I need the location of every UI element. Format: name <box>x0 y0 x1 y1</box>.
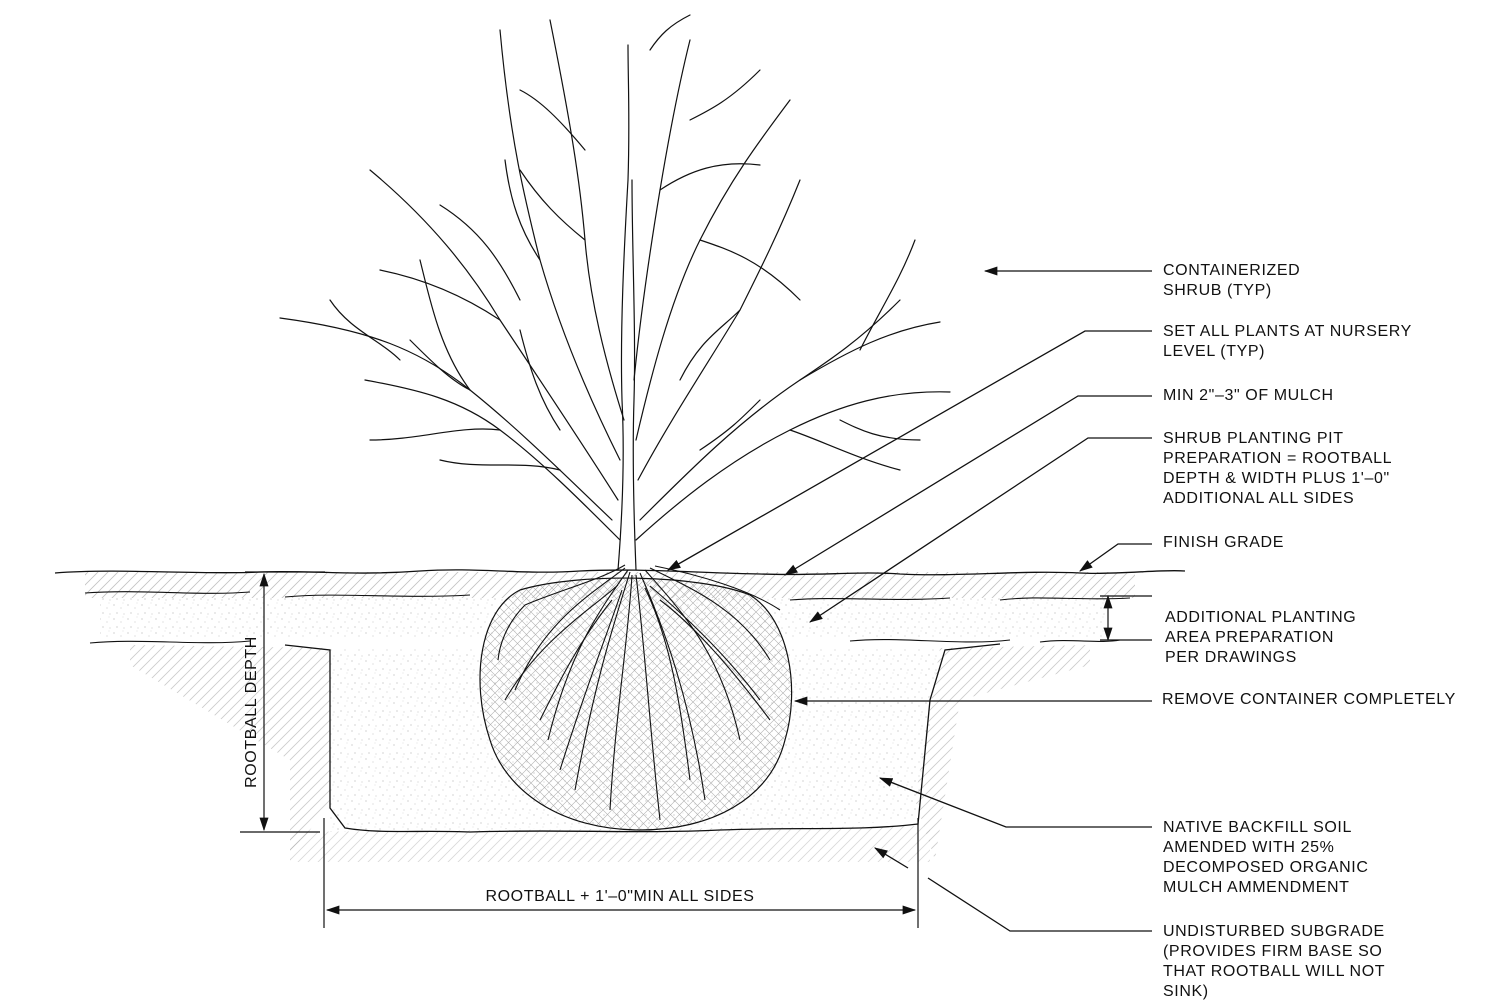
label-line: SET ALL PLANTS AT NURSERY <box>1163 323 1412 340</box>
rootball-depth-label: ROOTBALL DEPTH <box>243 636 260 788</box>
label-line: ADDITIONAL PLANTING <box>1165 609 1357 626</box>
label-line: SHRUB PLANTING PIT <box>1163 430 1344 447</box>
label-line: THAT ROOTBALL WILL NOT <box>1163 963 1386 980</box>
leader-lines <box>667 266 1152 932</box>
shrub-branches <box>279 14 951 571</box>
label-line: LEVEL (TYP) <box>1163 343 1266 360</box>
leader-finish-grade <box>1079 543 1152 572</box>
leader-mulch <box>784 395 1152 576</box>
rootball-outline <box>479 577 793 831</box>
grade-line-2 <box>84 591 1131 601</box>
leader-nursery <box>667 330 1152 571</box>
label-line: MIN 2"–3" OF MULCH <box>1163 387 1334 404</box>
label-mulch: MIN 2"–3" OF MULCH <box>1163 386 1334 406</box>
label-line: PER DRAWINGS <box>1165 649 1297 666</box>
label-native-backfill: NATIVE BACKFILL SOIL AMENDED WITH 25% DE… <box>1163 818 1369 898</box>
label-finish-grade: FINISH GRADE <box>1163 533 1284 553</box>
label-line: MULCH AMMENDMENT <box>1163 879 1350 896</box>
label-line: REMOVE CONTAINER COMPLETELY <box>1162 691 1456 708</box>
leader-subgrade-arrow <box>874 847 909 869</box>
label-line: ADDITIONAL ALL SIDES <box>1163 490 1355 507</box>
label-line: NATIVE BACKFILL SOIL <box>1163 819 1352 836</box>
label-containerized-shrub: CONTAINERIZED SHRUB (TYP) <box>1163 261 1300 301</box>
label-line: SINK) <box>1163 983 1209 1000</box>
pit-right-hatch <box>915 645 1090 860</box>
planting-pit-outline <box>284 643 1001 833</box>
label-line: FINISH GRADE <box>1163 534 1284 551</box>
rootball-depth-dimension <box>240 571 325 833</box>
additional-area-dimension <box>1100 594 1152 642</box>
label-line: SHRUB (TYP) <box>1163 282 1272 299</box>
roots <box>497 564 781 821</box>
label-line: AREA PREPARATION <box>1165 629 1335 646</box>
grade-line-3 <box>89 639 1121 644</box>
label-remove-container: REMOVE CONTAINER COMPLETELY <box>1162 690 1456 710</box>
label-subgrade: UNDISTURBED SUBGRADE (PROVIDES FIRM BASE… <box>1163 922 1385 1002</box>
label-line: DECOMPOSED ORGANIC <box>1163 859 1369 876</box>
rootball-width-dimension <box>323 818 919 928</box>
leader-pit <box>809 437 1152 623</box>
label-line: UNDISTURBED SUBGRADE <box>1163 923 1385 940</box>
label-additional-area: ADDITIONAL PLANTING AREA PREPARATION PER… <box>1165 608 1356 668</box>
pit-bottom-hatch <box>290 826 930 862</box>
label-line: AMENDED WITH 25% <box>1163 839 1335 856</box>
pit-left-hatch <box>130 645 330 860</box>
label-planting-pit: SHRUB PLANTING PIT PREPARATION = ROOTBAL… <box>1163 429 1392 509</box>
rootball-width-label: ROOTBALL + 1'–0"MIN ALL SIDES <box>485 888 755 905</box>
label-line: (PROVIDES FIRM BASE SO <box>1163 943 1383 960</box>
leader-subgrade <box>927 877 1152 932</box>
label-line: PREPARATION = ROOTBALL <box>1163 450 1393 467</box>
leader-backfill <box>878 777 1152 828</box>
rootball <box>479 564 793 831</box>
label-nursery-level: SET ALL PLANTS AT NURSERY LEVEL (TYP) <box>1163 322 1412 362</box>
label-line: DEPTH & WIDTH PLUS 1'–0" <box>1163 470 1390 487</box>
label-line: CONTAINERIZED <box>1163 262 1301 279</box>
